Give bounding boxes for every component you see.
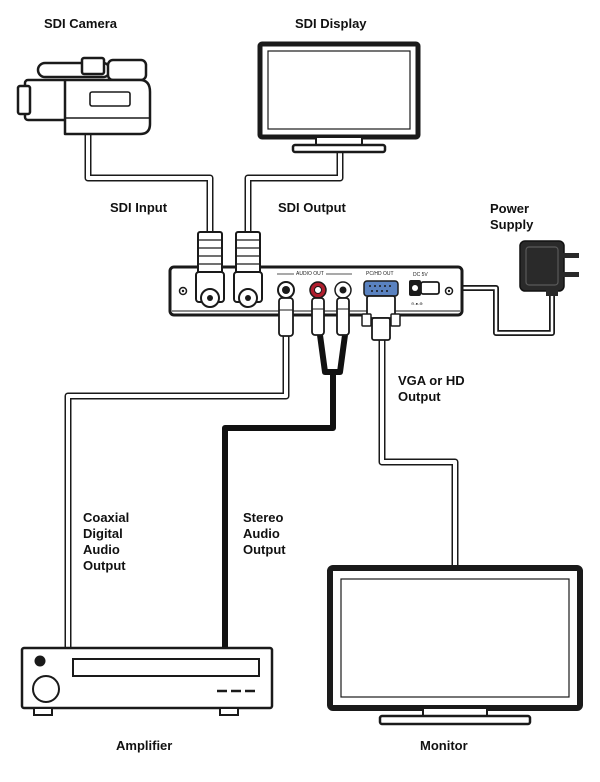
sdi-camera <box>16 56 152 136</box>
power-supply <box>519 240 579 296</box>
sdi-output-connector <box>233 231 263 308</box>
svg-text:⊖-●-⊕: ⊖-●-⊕ <box>411 301 423 306</box>
coaxial-audio-cable <box>64 332 290 652</box>
coaxial-jack <box>277 281 295 337</box>
sdi-output-label: SDI Output <box>278 200 346 215</box>
vga-hd-output-label: VGA or HD Output <box>398 373 465 404</box>
power-supply-label: Power Supply <box>490 201 534 232</box>
sdi-display <box>257 41 421 154</box>
rca-red-jack <box>309 281 327 336</box>
sdi-camera-label: SDI Camera <box>44 16 117 31</box>
dc-5v-label: DC 5V <box>413 272 428 278</box>
audio-out-label: AUDIO OUT <box>296 271 324 277</box>
coaxial-digital-audio-output-label: Coaxial Digital Audio Output <box>83 510 130 573</box>
amplifier-label: Amplifier <box>116 738 173 753</box>
pc-hd-out-label: PC/HD OUT <box>366 271 394 277</box>
amplifier <box>20 646 274 716</box>
rca-white-jack <box>334 281 352 336</box>
sdi-input-label: SDI Input <box>110 200 168 215</box>
sdi-input-connector <box>195 231 225 308</box>
stereo-audio-output-label: Stereo Audio Output <box>243 510 286 557</box>
monitor <box>327 565 583 726</box>
vga-cable <box>378 336 459 572</box>
sdi-display-label: SDI Display <box>295 16 367 31</box>
stereo-audio-cable <box>222 332 336 651</box>
sdi-output-cable <box>244 146 344 236</box>
dc-power-jack: ⊖-●-⊕ <box>409 280 440 306</box>
monitor-label: Monitor <box>420 738 468 753</box>
vga-port <box>361 280 401 341</box>
